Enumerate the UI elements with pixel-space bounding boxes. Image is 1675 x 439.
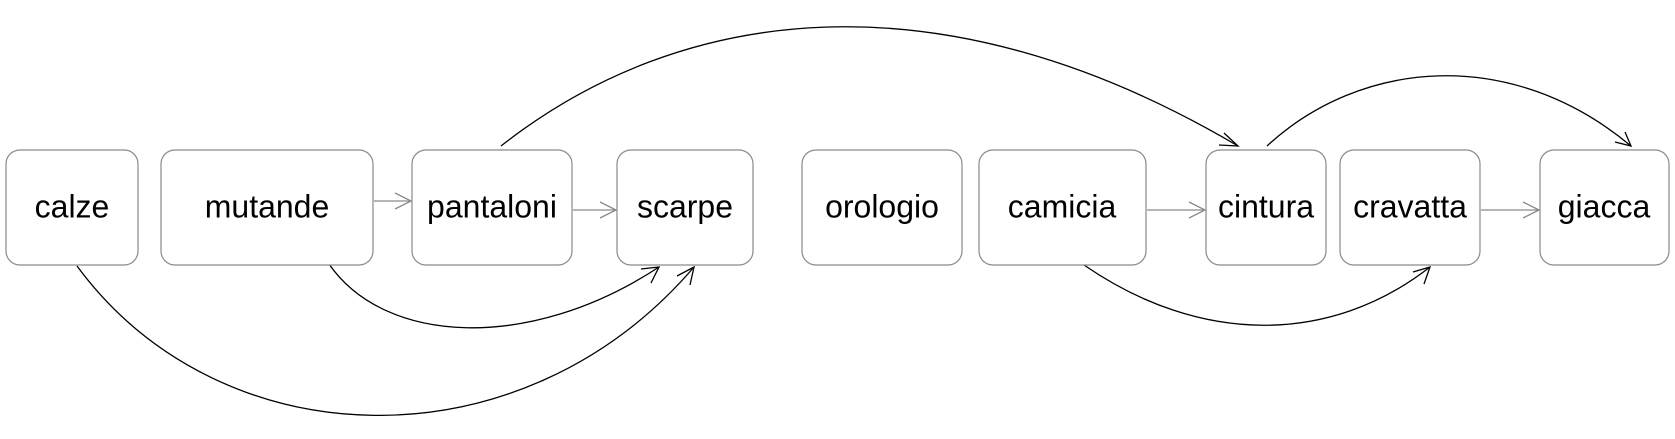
node-label-cintura: cintura [1218, 188, 1314, 224]
node-cintura[interactable]: cintura [1205, 149, 1327, 266]
node-calze[interactable]: calze [5, 149, 139, 266]
node-label-camicia: camicia [1008, 188, 1117, 224]
node-label-giacca: giacca [1558, 188, 1651, 224]
node-giacca[interactable]: giacca [1539, 149, 1670, 266]
node-label-pantaloni: pantaloni [427, 188, 557, 224]
edge-camicia-cravatta [1083, 264, 1432, 326]
edge-mutande-pantaloni [374, 192, 413, 210]
edge-mutande-scarpe [328, 263, 661, 329]
node-label-mutande: mutande [205, 188, 330, 224]
edge-pantaloni-scarpe [573, 201, 618, 219]
edge-pantaloni-cintura [500, 26, 1240, 147]
node-label-cravatta: cravatta [1353, 188, 1467, 224]
node-label-scarpe: scarpe [637, 188, 733, 224]
edge-cravatta-giacca [1481, 201, 1541, 219]
edge-cintura-giacca [1266, 75, 1633, 147]
node-label-orologio: orologio [825, 188, 939, 224]
node-pantaloni[interactable]: pantaloni [411, 149, 573, 266]
node-scarpe[interactable]: scarpe [616, 149, 754, 266]
node-label-calze: calze [35, 188, 110, 224]
node-orologio[interactable]: orologio [801, 149, 963, 266]
node-mutande[interactable]: mutande [160, 149, 374, 266]
node-camicia[interactable]: camicia [978, 149, 1147, 266]
node-cravatta[interactable]: cravatta [1339, 149, 1481, 266]
edge-calze-scarpe [76, 265, 695, 416]
edge-camicia-cintura [1147, 201, 1207, 219]
